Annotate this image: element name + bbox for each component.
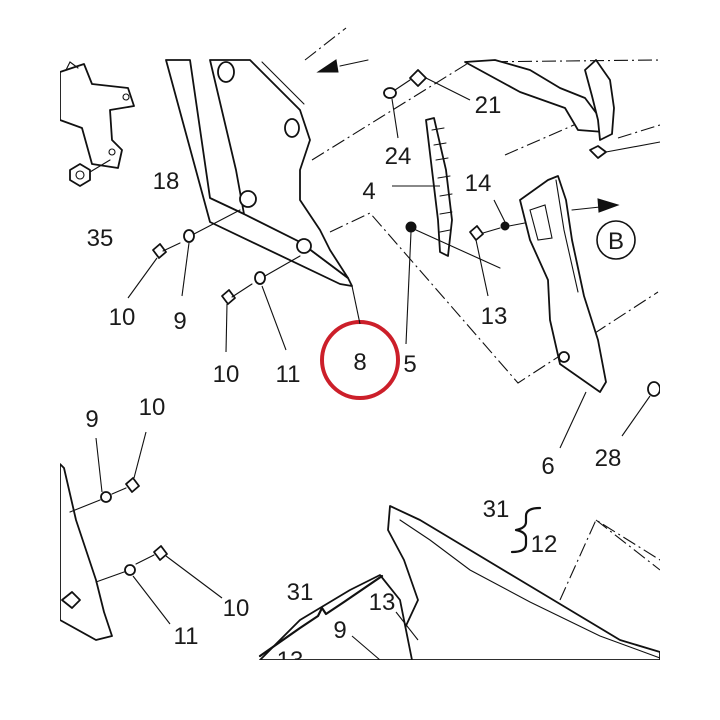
callout-5[interactable]: 5 (403, 351, 416, 378)
lower-left-bracket (59, 463, 113, 641)
callout-9-lower[interactable]: 9 (85, 406, 98, 433)
screw-part-10-lower-left (111, 431, 147, 495)
callout-4[interactable]: 4 (362, 178, 375, 205)
callout-9-bottom[interactable]: 9 (333, 617, 346, 644)
brace-31-left (258, 574, 384, 658)
callout-labels: 18 35 21 24 4 14 10 9 10 11 8 5 13 6 28 … (85, 92, 621, 674)
direction-arrow-to-b (571, 198, 620, 213)
nut-part-14 (493, 199, 531, 231)
left-crop-mask (0, 0, 60, 720)
grommet-part-5 (405, 221, 501, 345)
bottom-crop-mask (0, 660, 720, 720)
screw-part-10-lower (221, 283, 253, 353)
callout-14[interactable]: 14 (465, 170, 492, 197)
callout-10-bottom-left[interactable]: 10 (223, 595, 250, 622)
callout-11-lower-left[interactable]: 11 (174, 623, 199, 650)
callout-6[interactable]: 6 (541, 453, 554, 480)
screw-part-10-upper (127, 242, 181, 299)
direction-arrow-top (316, 59, 369, 73)
section-marker-b[interactable]: B (596, 220, 636, 260)
brace-31-right (510, 506, 542, 554)
callout-24[interactable]: 24 (385, 143, 412, 170)
upper-bracket-assembly (464, 59, 661, 159)
washer-part-9-upper (181, 209, 241, 297)
callout-13-lower[interactable]: 13 (369, 589, 396, 616)
washer-part-11-lower-left (95, 564, 171, 625)
washer-part-9-lower (69, 437, 112, 513)
callout-13-upper[interactable]: 13 (481, 303, 508, 330)
callout-35[interactable]: 35 (87, 225, 114, 252)
side-panel-part-8 (165, 59, 353, 287)
callout-18[interactable]: 18 (153, 168, 180, 195)
callout-21[interactable]: 21 (475, 92, 502, 119)
plug-part-28 (621, 381, 661, 437)
side-bracket-part-6 (519, 175, 607, 449)
screw-part-10-bottom-left (135, 545, 223, 599)
callout-10-lower[interactable]: 10 (213, 361, 240, 388)
bracket-part-18 (59, 61, 135, 169)
bracket-part-4 (392, 117, 453, 257)
callout-28[interactable]: 28 (595, 445, 622, 472)
lower-cowling-panel (387, 505, 661, 661)
callout-31-left[interactable]: 31 (287, 579, 314, 606)
callout-12[interactable]: 12 (531, 531, 558, 558)
screw-part-13-upper (469, 225, 501, 297)
washer-part-11-lower (254, 255, 301, 351)
callout-9-upper[interactable]: 9 (173, 308, 186, 335)
right-crop-mask (660, 0, 720, 720)
callout-10-lower-left[interactable]: 10 (139, 394, 166, 421)
lower-fairing-left (259, 574, 419, 661)
nut-part-35 (69, 159, 111, 187)
callout-11-lower[interactable]: 11 (276, 361, 301, 388)
section-marker-label: B (608, 228, 624, 255)
callout-31-right[interactable]: 31 (483, 496, 510, 523)
callout-10-upper[interactable]: 10 (109, 304, 136, 331)
screw-part-21 (409, 69, 471, 101)
washer-part-24 (383, 79, 411, 139)
callout-8[interactable]: 8 (353, 349, 366, 376)
